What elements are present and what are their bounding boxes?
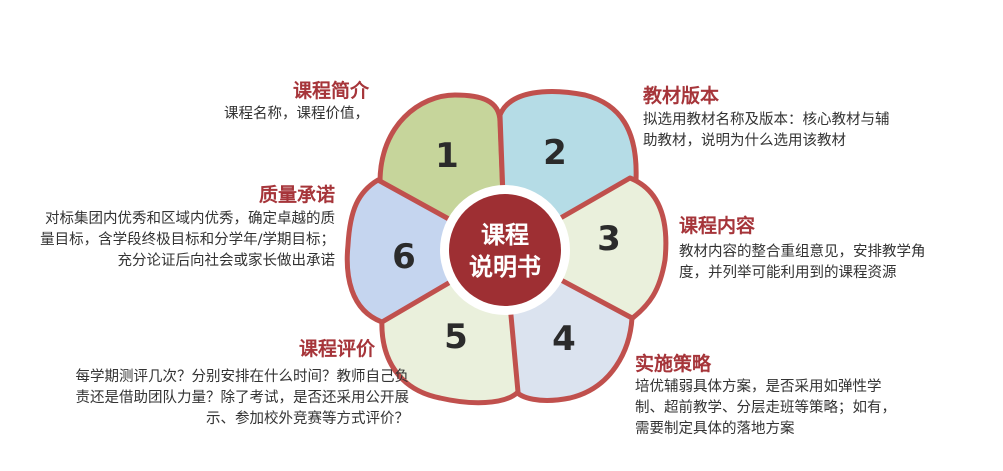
petal-6 [344,177,508,325]
petal-2-number: 2 [543,133,567,173]
petal-2-desc: 拟选用教材名称及版本：核心教材与辅助教材，说明为什么选用该教材 [643,112,890,149]
petal-numbers: 1 2 3 4 5 6 [392,133,621,359]
petal-5-title: 课程评价 [298,338,375,360]
petal-6-desc: 对标集团内优秀和区域内优秀，确定卓越的质量目标，含学段终极目标和分学年/学期目标… [40,211,335,269]
petal-1-desc: 课程名称，课程价值， [224,106,369,122]
petal-1-title: 课程简介 [292,80,369,102]
center-hub: 课程 说明书 [440,185,570,315]
petal-6-title: 质量承诺 [258,184,335,206]
petal-5-desc: 每学期测评几次？分别安排在什么时间？教师自己负责还是借助团队力量？除了考试，是否… [75,369,410,427]
center-title-line2: 说明书 [469,253,541,281]
petal-3 [502,175,669,323]
petal-4-number: 4 [552,319,576,359]
petal-4-title: 实施策略 [635,353,712,375]
petal-3-title: 课程内容 [679,215,756,237]
center-title-line1: 课程 [481,221,529,249]
petal-5-number: 5 [444,317,468,357]
petal-3-number: 3 [597,219,621,259]
petal-1-number: 1 [435,136,459,176]
center-circle [449,194,561,306]
petal-6-number: 6 [392,237,416,277]
petal-3-desc: 教材内容的整合重组意见，安排教学角度，并列举可能利用到的课程资源 [679,244,926,281]
petal-4-desc: 培优辅弱具体方案，是否采用如弹性学制、超前教学、分层走班等策略；如有，需要制定具… [635,379,896,437]
petal-2-title: 教材版本 [643,85,720,107]
